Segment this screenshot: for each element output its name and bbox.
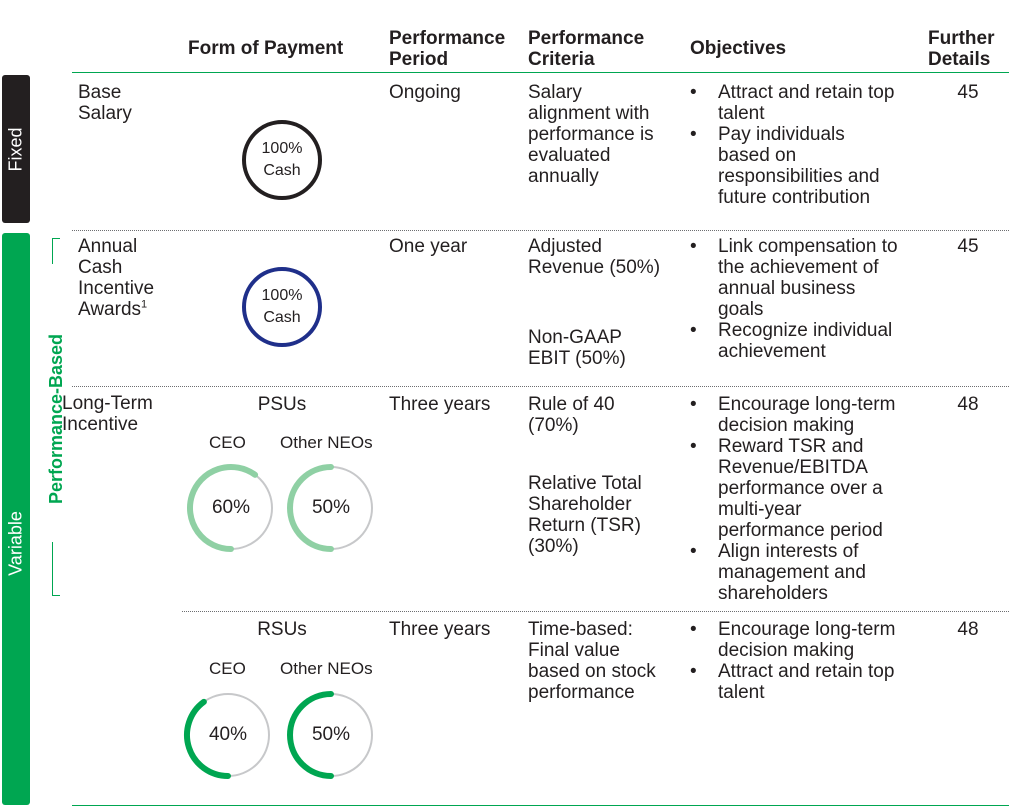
donut-arc — [187, 464, 259, 552]
period-annual: One year — [389, 236, 468, 257]
header-form-of-payment: Form of Payment — [188, 38, 344, 59]
performance-based-bracket — [52, 238, 60, 596]
period-psu: Three years — [389, 394, 491, 415]
donut-label-psu-other: Other NEOs — [280, 433, 373, 452]
payment-circle-annual: 100% Cash — [242, 267, 322, 347]
period-base: Ongoing — [389, 82, 461, 103]
row-label-long-term-incentive: Long-Term Incentive — [62, 393, 153, 435]
footnote-marker: 1 — [141, 298, 148, 311]
details-base: 45 — [957, 82, 979, 103]
objective-item: Encourage long-term decision making — [688, 394, 928, 436]
details-rsu: 48 — [957, 619, 979, 640]
criteria-relative-tsr: Relative Total Shareholder Return (TSR) … — [528, 473, 642, 557]
donut-psu-ceo: 60% — [186, 463, 276, 553]
header-further-details: Further Details — [928, 28, 995, 70]
objectives-psu: Encourage long-term decision making Rewa… — [688, 394, 928, 604]
objective-item: Pay individuals based on responsibilitie… — [688, 124, 928, 208]
objective-item: Link compensation to the achievement of … — [688, 236, 928, 320]
fixed-label: Fixed — [5, 127, 26, 172]
bottom-rule — [72, 805, 1009, 806]
payment-circle-base: 100% Cash — [242, 120, 322, 200]
donut-value: 40% — [208, 724, 248, 745]
header-performance-criteria: Performance Criteria — [528, 28, 645, 70]
criteria-annual-ebit: Non-GAAP EBIT (50%) — [528, 327, 626, 369]
objective-item: Encourage long-term decision making — [688, 619, 928, 661]
criteria-annual-revenue: Adjusted Revenue (50%) — [528, 236, 661, 278]
details-annual: 45 — [957, 236, 979, 257]
payment-pct: 100% — [261, 287, 303, 304]
header-performance-period: Performance Period — [389, 28, 506, 70]
row-divider — [72, 386, 1009, 387]
donut-psu-other-neos: 50% — [286, 463, 376, 553]
annual-cash-label: Annual Cash Incentive Awards — [78, 236, 155, 320]
objectives-rsu: Encourage long-term decision making Attr… — [688, 619, 928, 703]
header-rule — [72, 72, 1009, 73]
row-label-base-salary: Base Salary — [78, 82, 132, 124]
donut-value: 50% — [311, 497, 351, 518]
objective-item: Reward TSR and Revenue/EBITDA performanc… — [688, 436, 928, 541]
psu-title: PSUs — [257, 394, 307, 415]
donut-label-psu-ceo: CEO — [209, 433, 246, 452]
period-rsu: Three years — [389, 619, 491, 640]
payment-type: Cash — [263, 162, 301, 179]
objective-item: Recognize individual achievement — [688, 320, 928, 362]
objective-item: Attract and retain top talent — [688, 661, 928, 703]
variable-label: Variable — [5, 511, 26, 576]
row-divider — [72, 230, 1009, 231]
objectives-base: Attract and retain top talent Pay indivi… — [688, 82, 928, 208]
criteria-base: Salary alignment with performance is eva… — [528, 82, 654, 187]
row-divider — [182, 611, 1009, 612]
donut-value: 50% — [311, 724, 351, 745]
row-label-annual-cash: Annual Cash Incentive Awards1 — [78, 236, 154, 320]
criteria-rsu: Time-based: Final value based on stock p… — [528, 619, 656, 703]
donut-value: 60% — [211, 497, 251, 518]
donut-arc — [287, 691, 334, 779]
header-objectives: Objectives — [690, 38, 787, 59]
fixed-side-bar: Fixed — [2, 75, 30, 223]
payment-pct: 100% — [261, 140, 303, 157]
objective-item: Align interests of management and shareh… — [688, 541, 928, 604]
donut-arc — [184, 698, 231, 779]
payment-type: Cash — [263, 309, 301, 326]
donut-rsu-ceo: 40% — [183, 690, 273, 780]
rsu-title: RSUs — [257, 619, 307, 640]
donut-label-rsu-other: Other NEOs — [280, 659, 373, 678]
objective-item: Attract and retain top talent — [688, 82, 928, 124]
donut-label-rsu-ceo: CEO — [209, 659, 246, 678]
criteria-rule-of-40: Rule of 40 (70%) — [528, 394, 615, 436]
variable-side-bar: Variable — [2, 233, 30, 805]
objectives-annual: Link compensation to the achievement of … — [688, 236, 928, 362]
donut-rsu-other-neos: 50% — [286, 690, 376, 780]
details-psu: 48 — [957, 394, 979, 415]
donut-arc — [287, 464, 334, 552]
